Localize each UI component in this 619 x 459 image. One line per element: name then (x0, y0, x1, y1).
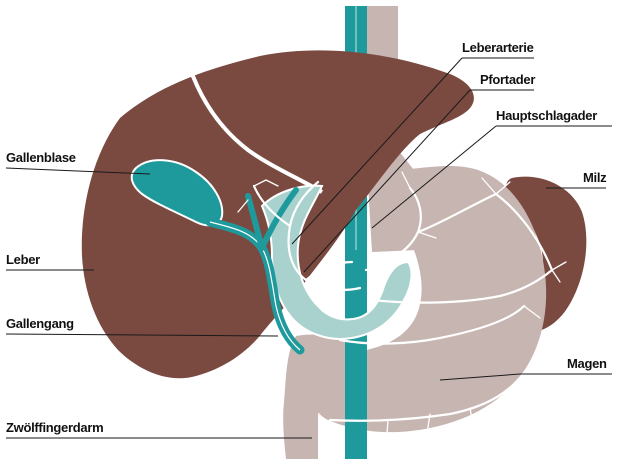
label-leberarterie: Leberarterie (462, 40, 534, 55)
label-leber: Leber (6, 252, 40, 267)
label-hauptschlagader: Hauptschlagader (496, 108, 597, 123)
aorta-lower (345, 250, 367, 459)
label-milz: Milz (583, 170, 607, 185)
label-zwoelffingerdarm: Zwölffingerdarm (6, 420, 103, 435)
label-magen: Magen (567, 356, 607, 371)
label-gallenblase: Gallenblase (6, 150, 76, 165)
label-pfortader: Pfortader (480, 72, 535, 87)
label-gallengang: Gallengang (6, 316, 74, 331)
